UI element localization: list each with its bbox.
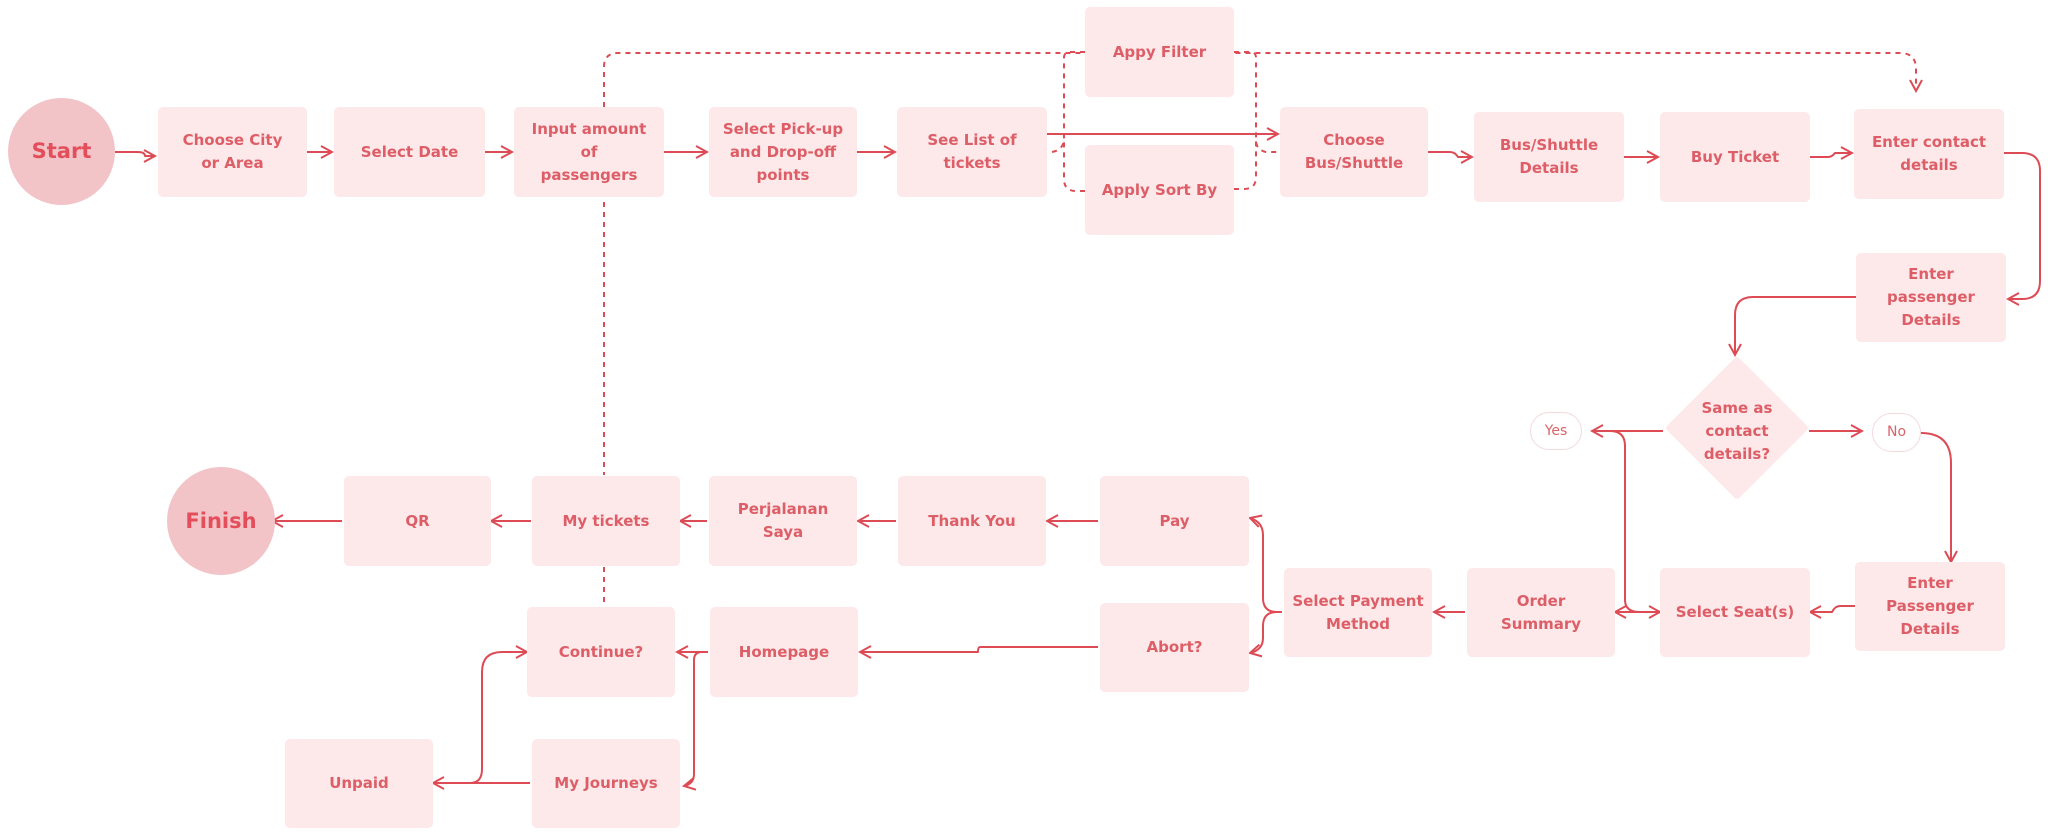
choose-city-node[interactable]: Choose City or Area [158,107,307,197]
unpaid-node[interactable]: Unpaid [285,739,433,828]
continue-node[interactable]: Continue? [527,607,675,697]
link-abort-homepage [860,647,1098,652]
link-homepage-myjourneys [684,651,708,786]
pay-node[interactable]: Pay [1100,476,1249,566]
link-no-passenger2 [1920,432,1951,562]
select-payment-node[interactable]: Select Payment Method [1284,568,1432,657]
dashed-filter-loop-right [1234,51,1278,153]
link-payment-pay [1250,518,1282,613]
dashed-sort-loop-left [1063,138,1085,192]
link-passenger2-seats [1810,605,1855,612]
no-label: No [1872,413,1921,452]
link-choose-details [1428,152,1472,157]
select-pickup-node[interactable]: Select Pick-up and Drop-off points [709,107,857,197]
link-unpaid-continue [469,652,527,784]
enter-passenger-details-node[interactable]: Enter passenger Details [1856,253,2006,342]
select-date-node[interactable]: Select Date [334,107,485,197]
choose-bus-node[interactable]: Choose Bus/Shuttle [1280,107,1428,197]
my-journeys-node[interactable]: My Journeys [532,739,680,828]
enter-passenger-details-2-node[interactable]: Enter Passenger Details [1855,562,2005,651]
bus-details-node[interactable]: Bus/Shuttle Details [1474,112,1624,202]
thank-you-node[interactable]: Thank You [898,476,1046,566]
link-yes-seats [1609,430,1660,612]
input-passengers-node[interactable]: Input amount of passengers [514,107,664,197]
abort-node[interactable]: Abort? [1100,603,1249,692]
perjalanan-saya-node[interactable]: Perjalanan Saya [709,476,857,566]
select-seats-node[interactable]: Select Seat(s) [1660,568,1810,657]
enter-contact-node[interactable]: Enter contact details [1854,109,2004,199]
order-summary-node[interactable]: Order Summary [1467,568,1615,657]
apply-filter-node[interactable]: Appy Filter [1085,7,1234,97]
qr-node[interactable]: QR [344,476,491,566]
link-contact-passenger [2004,152,2041,299]
yes-label: Yes [1530,412,1582,450]
buy-ticket-node[interactable]: Buy Ticket [1660,112,1810,202]
finish-node[interactable]: Finish [167,467,275,575]
link-payment-abort [1250,611,1282,653]
dashed-filter-loop-left [1047,51,1085,153]
start-node[interactable]: Start [8,98,115,205]
my-tickets-node[interactable]: My tickets [532,476,680,566]
see-list-node[interactable]: See List of tickets [897,107,1047,197]
link-buy-contact [1810,153,1852,157]
same-as-contact-decision[interactable]: Same as contact details? [1701,398,1773,463]
link-start-city [115,152,155,156]
homepage-node[interactable]: Homepage [710,607,858,697]
dashed-loop-top [603,52,1916,107]
link-passenger-diamond [1735,296,1856,355]
apply-sort-node[interactable]: Apply Sort By [1085,145,1234,235]
dashed-sort-loop-right [1234,140,1257,190]
